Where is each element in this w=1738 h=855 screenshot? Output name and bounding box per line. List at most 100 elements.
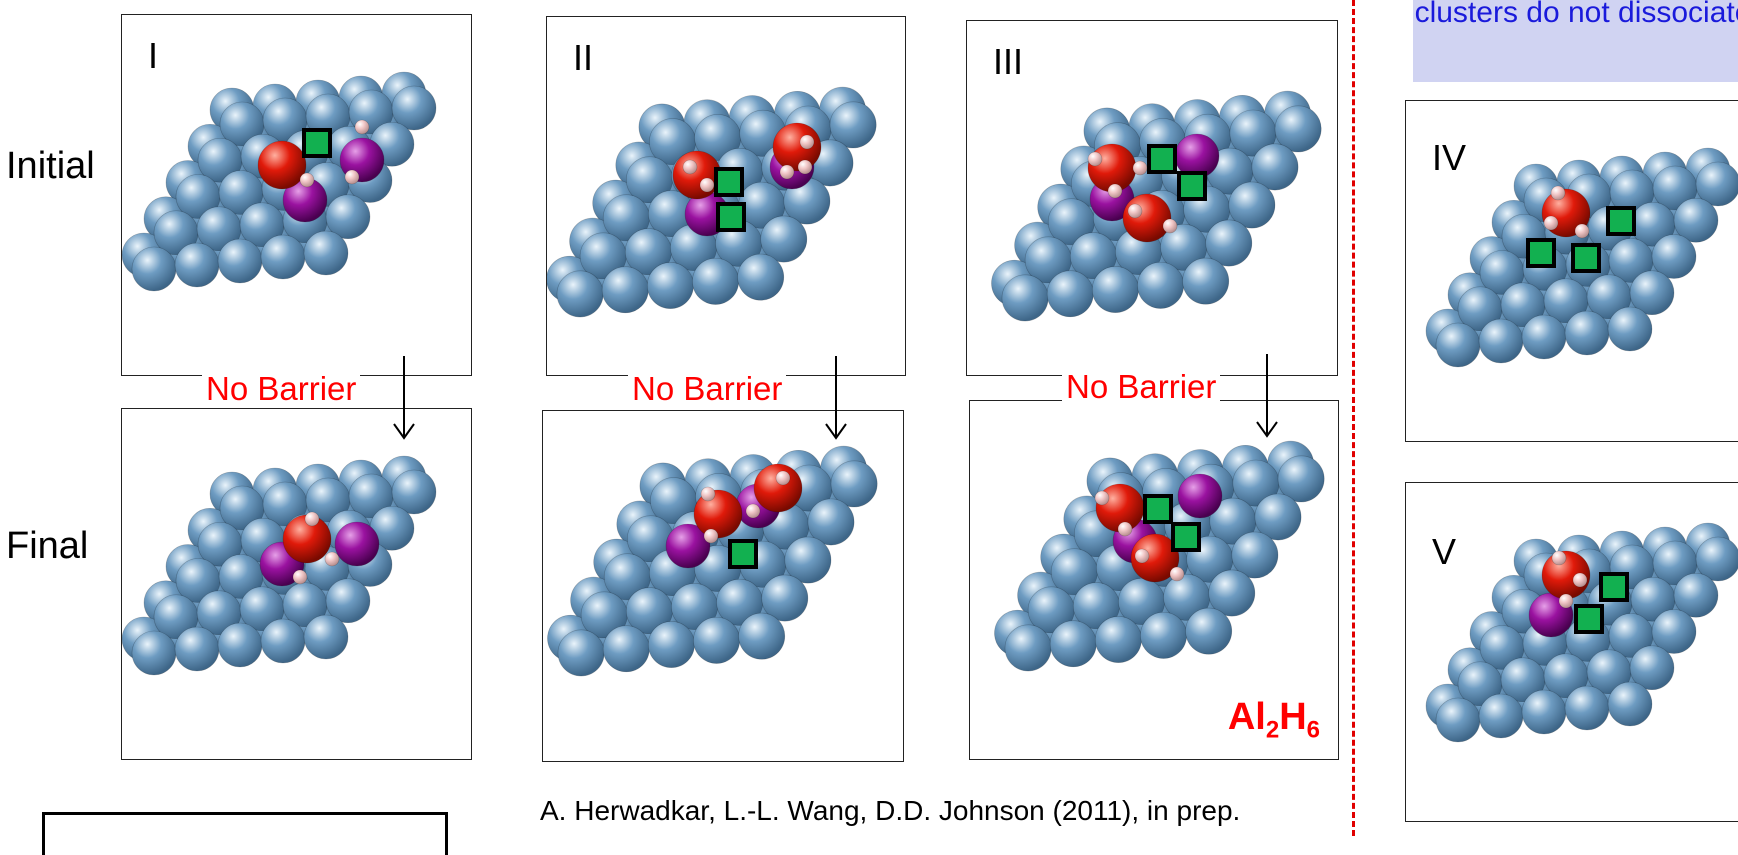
- substrate-atom: [1673, 197, 1719, 243]
- vacancy-marker: [1171, 522, 1201, 552]
- vacancy-marker: [1599, 572, 1629, 602]
- arrow-down-icon: [393, 356, 415, 440]
- substrate-atom: [829, 101, 877, 149]
- barrier-label-I: No Barrier: [202, 370, 361, 408]
- substrate-atom: [1046, 270, 1094, 318]
- panel-III-label: III: [993, 41, 1024, 82]
- panel-III-final-structure: [994, 440, 1325, 672]
- hydrogen-atom: [304, 511, 320, 527]
- row-label-final: Final: [6, 525, 89, 567]
- substrate-atom: [556, 270, 604, 318]
- hydrogen-atom: [1127, 203, 1143, 219]
- substrate-atom: [1140, 611, 1187, 659]
- substrate-atom: [1185, 607, 1233, 655]
- barrier-label-III: No Barrier: [1062, 368, 1221, 406]
- substrate-atom: [303, 230, 349, 276]
- panel-III-final: Al2H6: [969, 400, 1339, 760]
- substrate-atom: [217, 238, 263, 284]
- substrate-atom: [1521, 314, 1567, 360]
- vacancy-marker: [1177, 171, 1207, 201]
- arrow-down-icon: [825, 356, 847, 440]
- substrate-atom: [807, 498, 855, 546]
- row-label-initial: Initial: [6, 145, 95, 187]
- panel-II-initial-structure: [547, 86, 877, 318]
- panel-I-label: I: [148, 35, 159, 76]
- substrate-atom: [1254, 493, 1302, 541]
- hydrogen-atom: [1551, 550, 1567, 566]
- hydrogen-atom: [354, 119, 370, 135]
- hydrogen-atom: [682, 159, 698, 175]
- substrate-atom: [1208, 569, 1256, 617]
- hydrogen-atom: [1543, 215, 1559, 231]
- hydrogen-atom: [1134, 548, 1150, 564]
- vacancy-marker: [716, 202, 746, 232]
- substrate-atom: [325, 194, 371, 240]
- vacancy-marker: [1526, 238, 1556, 268]
- hydrogen-atom: [1107, 183, 1123, 199]
- hydrogen-atom: [1162, 218, 1178, 234]
- hydrogen-atom: [797, 159, 813, 175]
- oxygen-atom: [1122, 193, 1172, 243]
- substrate-atom: [693, 616, 740, 664]
- panel-II-final: [542, 410, 904, 762]
- arrow-down-icon: [1256, 354, 1278, 438]
- substrate-atom: [260, 234, 306, 280]
- substrate-atom: [1205, 219, 1253, 267]
- panel-V-structure: [1425, 522, 1738, 743]
- hydrogen-atom: [1574, 223, 1590, 239]
- substrate-atom: [260, 618, 306, 664]
- substrate-atom: [1478, 693, 1524, 739]
- substrate-atom: [1137, 261, 1184, 309]
- hydrogen-atom: [1169, 566, 1185, 582]
- substrate-atom: [131, 246, 177, 292]
- substrate-atom: [174, 242, 220, 288]
- substrate-atom: [738, 612, 786, 660]
- substrate-atom: [1094, 616, 1142, 663]
- substrate-atom: [217, 622, 263, 668]
- substrate-atom: [1004, 624, 1052, 672]
- hydrogen-atom: [699, 177, 715, 193]
- hydrogen-atom: [779, 164, 795, 180]
- substrate-atom: [601, 266, 649, 314]
- oxygen-atom: [772, 122, 822, 172]
- oxygen-atom: [753, 463, 803, 513]
- vacancy-marker: [1571, 243, 1601, 273]
- al2h6-formula: Al2H6: [1227, 696, 1320, 744]
- substrate-atom: [1091, 266, 1139, 313]
- note-box: clusters do not dissociate: [1413, 0, 1738, 82]
- oxygen-atom: [1130, 533, 1180, 583]
- substrate-atom: [760, 215, 808, 263]
- panel-V-label: V: [1432, 531, 1457, 572]
- panel-II-final-structure: [547, 445, 878, 677]
- panel-III-initial-structure: [991, 90, 1322, 322]
- hydrogen-atom: [299, 172, 315, 188]
- substrate-atom: [1651, 234, 1697, 279]
- substrate-atom: [1251, 143, 1299, 191]
- substrate-atom: [557, 629, 605, 677]
- panel-I-initial: I: [121, 14, 472, 376]
- vacancy-marker: [1143, 494, 1173, 524]
- substrate-atom: [1695, 536, 1738, 582]
- substrate-atom: [1673, 572, 1719, 618]
- substrate-atom: [391, 85, 437, 131]
- substrate-atom: [1182, 257, 1230, 305]
- vacancy-marker: [1606, 206, 1636, 236]
- hydrogen-atom: [799, 134, 815, 150]
- substrate-atom: [1001, 274, 1049, 322]
- substrate-atom: [1435, 697, 1481, 743]
- substrate-atom: [1607, 681, 1653, 727]
- hydrogen-atom: [324, 551, 340, 567]
- substrate-atom: [1521, 689, 1567, 735]
- aluminum-atom: [334, 521, 380, 567]
- hydrogen-atom: [1558, 593, 1574, 609]
- panel-II-label: II: [573, 37, 594, 78]
- substrate-atom: [1277, 455, 1325, 503]
- substrate-atom: [1695, 161, 1738, 207]
- oxygen-atom: [257, 140, 307, 190]
- substrate-atom: [391, 469, 437, 515]
- hydrogen-atom: [292, 569, 308, 585]
- substrate-atom: [1651, 609, 1697, 654]
- substrate-atom: [1228, 181, 1276, 229]
- panel-V: V: [1405, 482, 1738, 822]
- panel-III-initial: III: [966, 20, 1338, 376]
